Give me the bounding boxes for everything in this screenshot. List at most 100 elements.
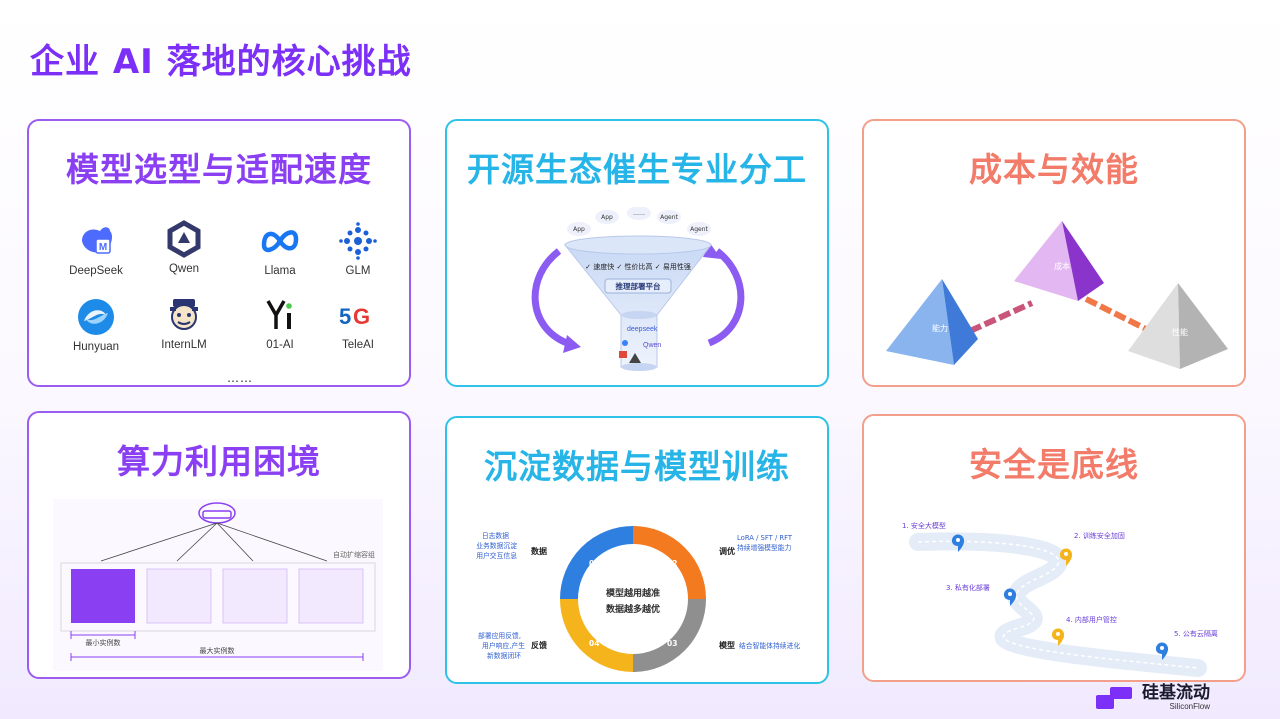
- model-name: Qwen: [168, 263, 200, 275]
- svg-text:5: 5: [339, 304, 351, 329]
- step-num: 03: [667, 639, 677, 648]
- step-label-data: 数据: [531, 546, 547, 556]
- funnel-features: ✓ 速度快 ✓ 性价比高 ✓ 易用性强: [585, 262, 691, 271]
- cycle-center-line2: 数据越多越优: [606, 603, 660, 615]
- step-num: 04: [589, 639, 599, 648]
- card-title: 沉淀数据与模型训练: [484, 447, 790, 486]
- training-cycle-diagram: 01 02 03 04 模型越用越准 数据越多越优 数据 调优 模型 反馈 日志…: [461, 520, 815, 678]
- model-01ai: 01-AI: [245, 295, 315, 351]
- svg-text:G: G: [353, 304, 370, 329]
- map-pin-icon: [1003, 588, 1017, 606]
- segment-04: [560, 598, 634, 672]
- map-pin-icon: [1051, 628, 1065, 646]
- 5g-icon: 5 G: [339, 304, 370, 329]
- pyramid-label-performance: 性能: [1172, 327, 1188, 337]
- model-name: DeepSeek: [69, 265, 123, 277]
- bubble-label: Agent: [690, 226, 708, 233]
- model-name: TeleAI: [342, 339, 374, 351]
- model-name: GLM: [345, 265, 371, 277]
- glm-dots-icon: [339, 222, 377, 260]
- card-title: 开源生态催生专业分工: [467, 150, 807, 189]
- brand-logo: 硅基流动 SiliconFlow: [1096, 684, 1210, 711]
- page-title: 企业 AI 落地的核心挑战: [30, 42, 412, 82]
- step-num: 01: [589, 559, 599, 568]
- step-label-feedback: 反馈: [531, 640, 547, 650]
- model-teleai: 5 G TeleAI: [323, 295, 393, 351]
- model-logo-grid: M DeepSeek Qwen Llama: [55, 207, 385, 385]
- pyramid-label-cost: 成本: [1054, 261, 1070, 271]
- bubble-label: App: [601, 214, 613, 221]
- security-road-diagram: 1. 安全大模型 2. 训练安全加固 3. 私有化部署 4. 内部用户管控 5.…: [898, 518, 1220, 678]
- card-title: 模型选型与适配速度: [66, 150, 372, 189]
- step-desc: 业务数据沉淀: [476, 541, 517, 550]
- model-name: InternLM: [161, 339, 207, 351]
- svg-text:M: M: [99, 242, 107, 253]
- security-step-1: 1. 安全大模型: [902, 521, 946, 530]
- model-llama: Llama: [245, 221, 315, 277]
- pyramids-svg: 能力 成本 性能: [886, 221, 1228, 369]
- step-desc: 持续增强模型能力: [737, 543, 792, 552]
- segment-02: [632, 526, 706, 600]
- brand-sub: SiliconFlow: [1169, 702, 1210, 711]
- training-cycle-svg: 01 02 03 04 模型越用越准 数据越多越优 数据 调优 模型 反馈 日志…: [476, 526, 800, 672]
- step-desc: 用户交互信息: [476, 551, 517, 560]
- step-desc: 结合智能体持续进化: [739, 641, 800, 650]
- segment-03: [632, 598, 706, 672]
- funnel-diagram: App App …… Agent Agent ✓ 速度快 ✓ 性价比高 ✓ 易用…: [507, 206, 769, 383]
- segment-01: [560, 526, 634, 600]
- map-pin-icon: [951, 534, 965, 552]
- card-title: 算力利用困境: [117, 442, 321, 481]
- step-label-tuning: 调优: [719, 546, 735, 556]
- step-desc: 日志数据: [482, 531, 509, 540]
- step-num: 02: [667, 559, 677, 568]
- model-glm: GLM: [323, 221, 393, 277]
- card-open-source: 开源生态催生专业分工 App App …… Agent Agent: [445, 119, 829, 387]
- autoscale-svg: 自动扩缩容组 最小实例数 最大实例数: [60, 502, 376, 661]
- model-qwen: Qwen: [149, 219, 219, 275]
- card-title: 安全是底线: [969, 445, 1139, 484]
- container-label: 自动扩缩容组: [333, 550, 375, 559]
- step-desc: 新数据闭环: [487, 651, 521, 660]
- pyramid-label-capability: 能力: [932, 323, 948, 333]
- card-security: 安全是底线 1. 安全大模型 2. 训练安全加固 3. 私有化部署 4. 内部用…: [862, 414, 1246, 682]
- cycle-center-line1: 模型越用越准: [606, 587, 660, 599]
- funnel-model-deepseek: deepseek: [627, 326, 658, 333]
- map-pin-icon: [1155, 642, 1169, 660]
- cloud-server-icon: [198, 502, 236, 524]
- card-title: 成本与效能: [969, 150, 1139, 189]
- model-name: Llama: [264, 265, 296, 277]
- security-step-3: 3. 私有化部署: [946, 583, 990, 592]
- max-instances-label: 最大实例数: [200, 646, 235, 655]
- map-pin-icon: [1059, 548, 1073, 566]
- step-label-model: 模型: [719, 640, 735, 650]
- siliconflow-logo-icon: [1096, 686, 1136, 709]
- security-step-5: 5. 公有云隔离: [1174, 629, 1218, 638]
- internlm-mascot-icon: [170, 299, 198, 330]
- hunyuan-swirl-icon: [78, 299, 114, 335]
- bubble-label: Agent: [660, 214, 678, 221]
- deepseek-whale-icon: M: [82, 227, 112, 254]
- bubble-label: App: [573, 226, 585, 233]
- funnel-svg: App App …… Agent Agent ✓ 速度快 ✓ 性价比高 ✓ 易用…: [531, 206, 745, 371]
- card-data-training: 沉淀数据与模型训练 01 02 03 04 模型越用越准 数据越多越优 数据 调…: [445, 416, 829, 684]
- brand-name: 硅基流动: [1142, 683, 1210, 703]
- model-name: Hunyuan: [72, 341, 120, 353]
- step-desc: 部署应用反馈,: [478, 631, 521, 640]
- platform-label: 推理部署平台: [616, 281, 661, 291]
- pyramid-diagram: 能力 成本 性能: [882, 213, 1232, 385]
- card-compute: 算力利用困境 自动扩缩容组 最小实例数 最大实例数: [27, 411, 411, 679]
- security-road-svg: 1. 安全大模型 2. 训练安全加固 3. 私有化部署 4. 内部用户管控 5.…: [902, 521, 1218, 677]
- model-name: 01-AI: [266, 339, 294, 351]
- step-desc: 用户响应,产生: [482, 641, 525, 650]
- step-desc: LoRA / SFT / RFT: [737, 534, 793, 542]
- left-cycle-arrow: [531, 248, 569, 347]
- model-deepseek: M DeepSeek: [61, 221, 131, 277]
- security-step-4: 4. 内部用户管控: [1066, 615, 1117, 624]
- autoscale-diagram: 自动扩缩容组 最小实例数 最大实例数: [53, 499, 383, 671]
- model-internlm: InternLM: [149, 295, 219, 351]
- funnel-model-qwen: Qwen: [643, 342, 661, 349]
- qwen-icon: [167, 220, 201, 258]
- card-model-selection: 模型选型与适配速度 M DeepSeek Qwen Llama: [27, 119, 411, 387]
- bubble-label: ……: [633, 210, 645, 217]
- model-hunyuan: Hunyuan: [61, 297, 131, 353]
